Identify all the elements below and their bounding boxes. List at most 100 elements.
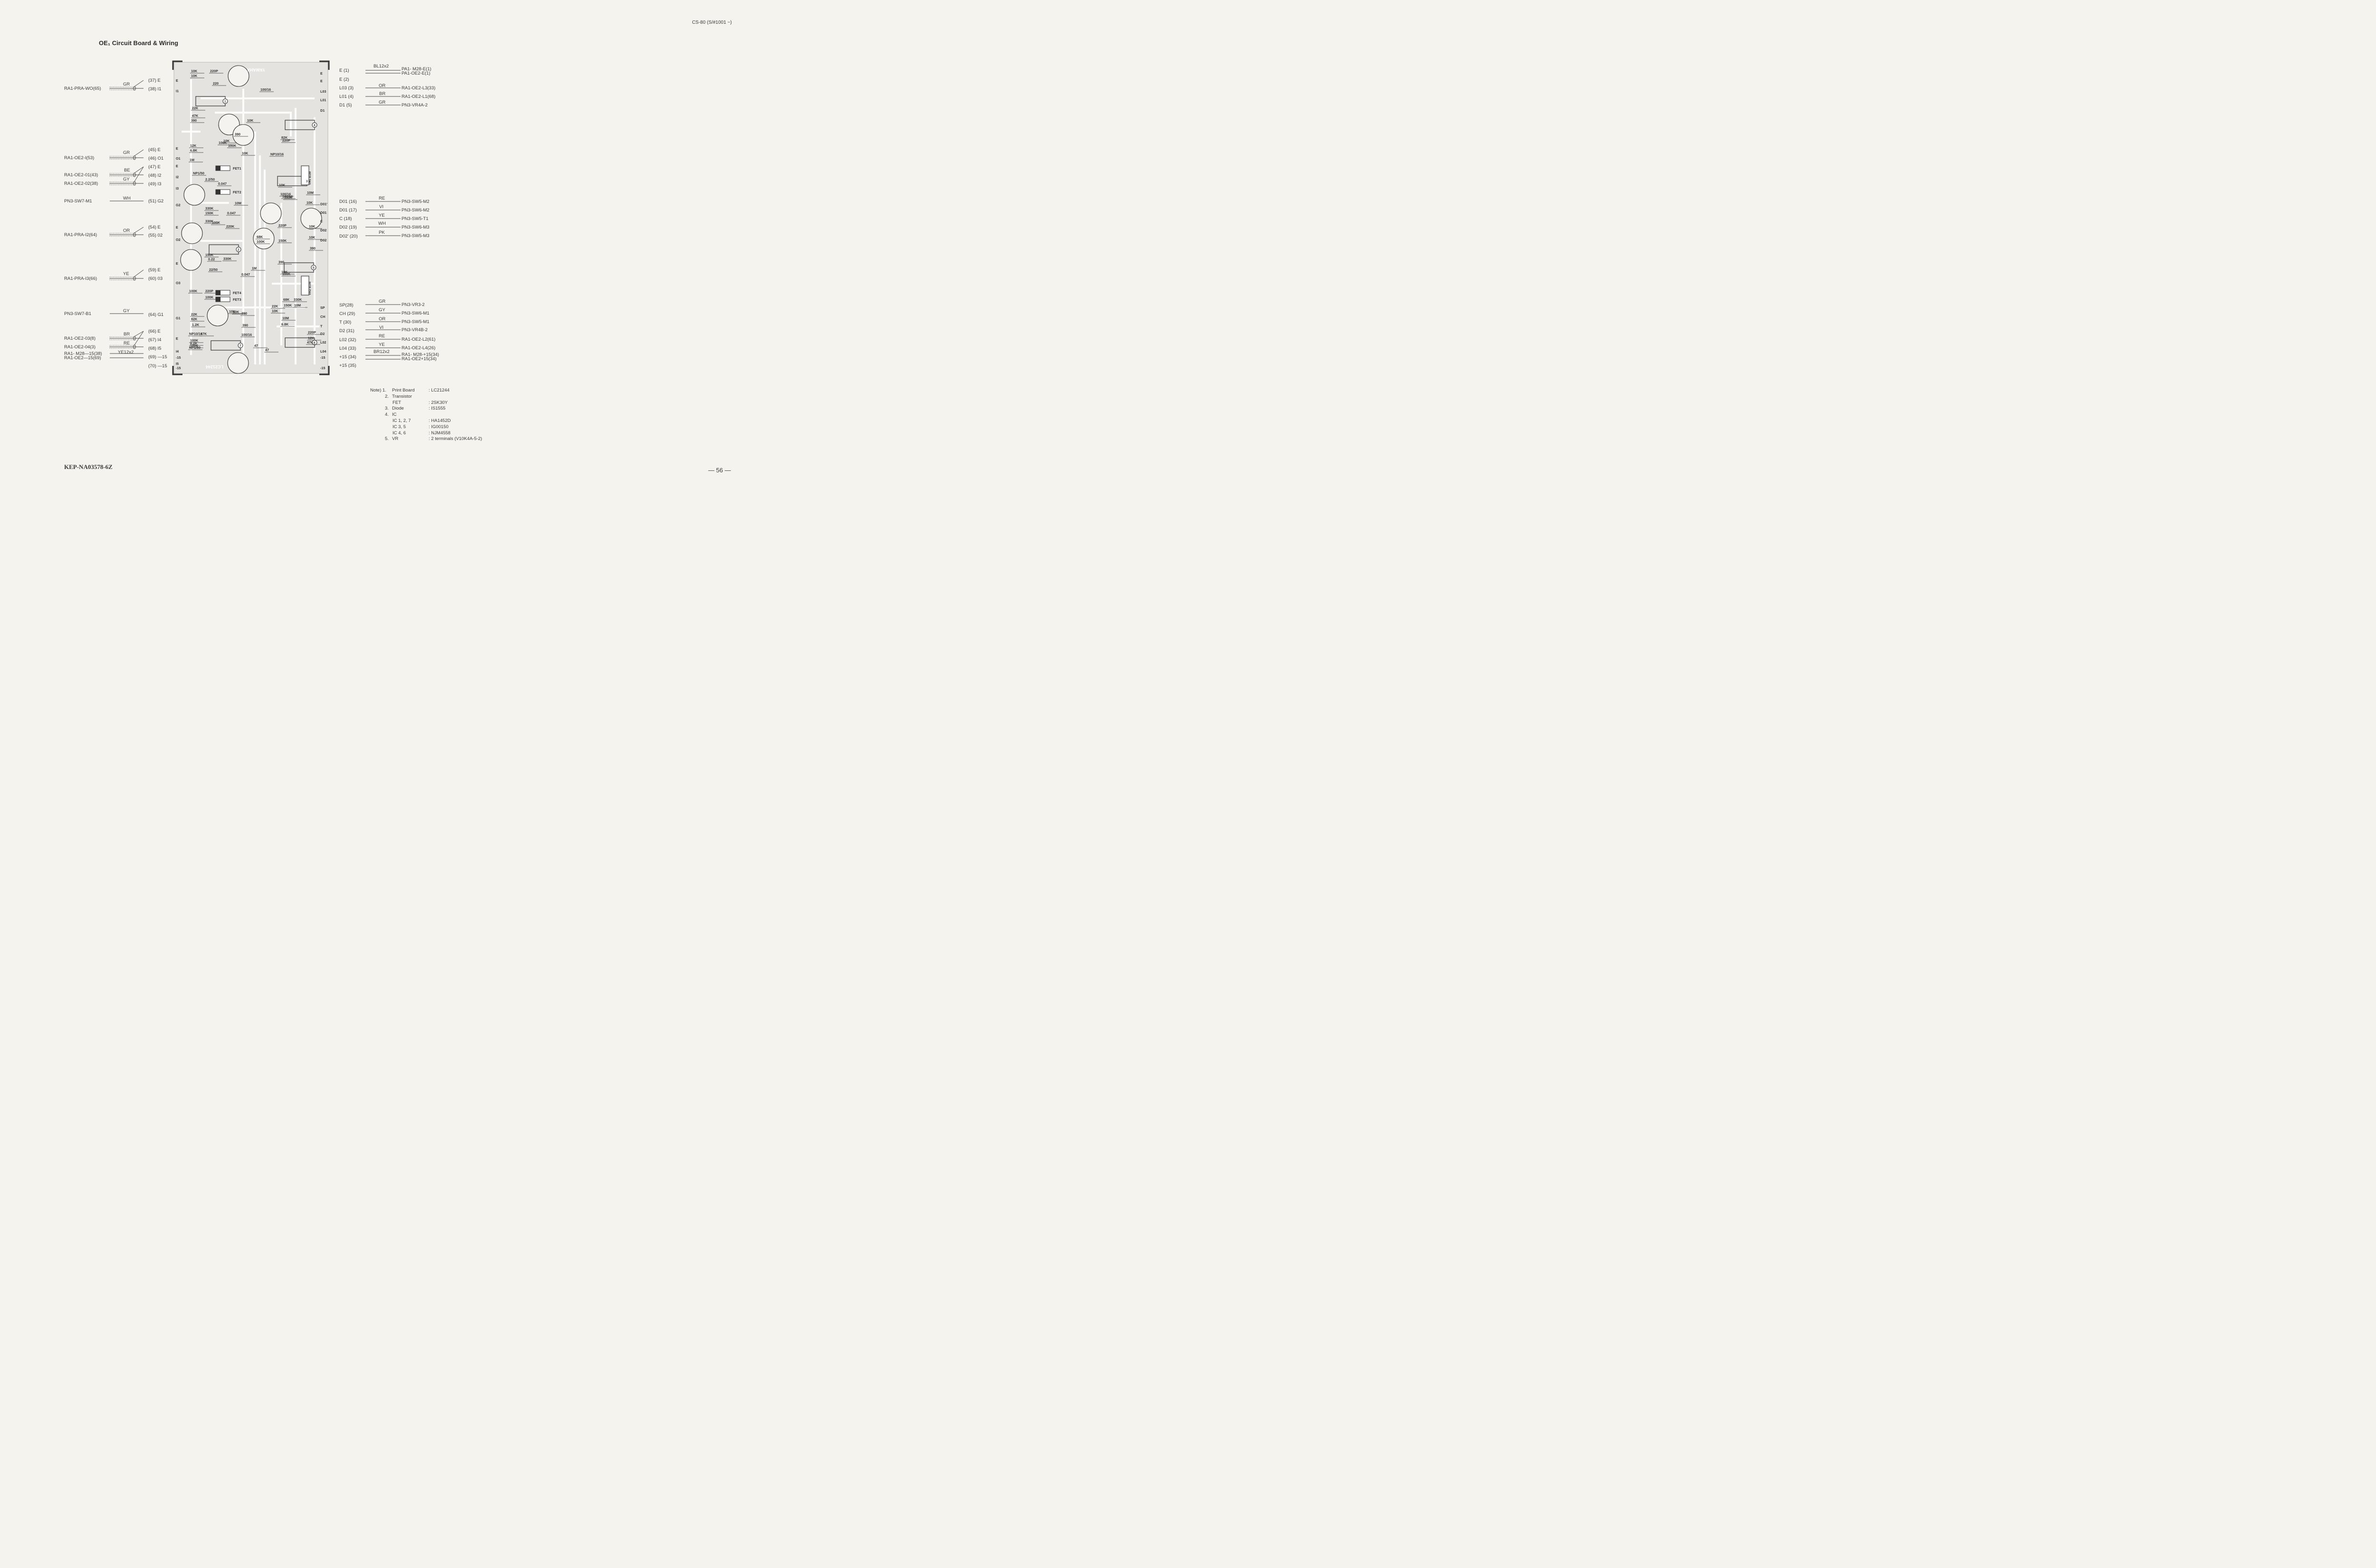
- edge-right-label: L03: [320, 89, 326, 94]
- edge-right-label: L04: [320, 349, 326, 354]
- note-value: : 2SK30Y: [429, 400, 448, 405]
- note-value: : HA1452D: [429, 418, 451, 423]
- left-source-label: RA1-OE2-I(53): [64, 155, 94, 161]
- edge-right-label: D1: [320, 108, 325, 113]
- ground-wire: [134, 269, 144, 277]
- wire-color-label: GR: [123, 150, 130, 155]
- model-label: CS-80 (S/#1001 ~): [692, 20, 732, 25]
- edge-left-label: O3: [176, 281, 181, 285]
- left-pin-label: (60) 03: [148, 276, 163, 281]
- edge-left-label: I1: [176, 89, 179, 93]
- edge-left-label: O1: [176, 156, 181, 161]
- component-value-label: 220K: [226, 224, 235, 229]
- fet-label: FET4: [233, 291, 241, 295]
- wire-color-label: RE: [379, 334, 385, 339]
- note-item: FET: [393, 400, 401, 405]
- right-pin-label: CH (29): [339, 311, 355, 316]
- edge-left-label: I2: [176, 175, 179, 179]
- right-destination-label: RA1-OE2-L1(68): [402, 94, 435, 99]
- ground-wire: [134, 166, 144, 182]
- component-value-label: 12K: [308, 336, 315, 340]
- left-pin-label: (55) 02: [148, 233, 163, 238]
- right-destination-label: PN3-VR3-2: [402, 302, 425, 307]
- component-value-label: 390: [310, 246, 316, 250]
- component-value-label: 10K: [233, 310, 240, 314]
- edge-right-label: D01: [320, 210, 326, 215]
- left-source-label: PN3-SW7-M1: [64, 199, 92, 204]
- left-pin-label: (59) E: [148, 268, 161, 273]
- right-destination-label: RA1- M28-+15(34): [402, 352, 439, 357]
- electrolytic-capacitor: [228, 65, 249, 87]
- wire-color-label: GY: [123, 177, 130, 182]
- wire-color-label: GY: [379, 307, 385, 313]
- right-destination-label: PA1-OE2-E(1): [402, 71, 431, 76]
- component-value-label: 220P: [282, 138, 290, 143]
- component-value-label: 100/16: [282, 194, 293, 199]
- shielded-cable: [109, 336, 135, 340]
- component-value-label: 100K: [190, 344, 199, 348]
- wire-color-label: GR: [379, 100, 385, 105]
- left-pin-label: (67) I4: [148, 337, 161, 343]
- fet-source-mark: [216, 166, 220, 171]
- edge-left-label: I4: [176, 349, 179, 354]
- component-value-label: 10K: [272, 309, 278, 313]
- component-value-label: 1.2K: [192, 323, 200, 327]
- component-value-label: 100K: [228, 143, 237, 148]
- edge-right-label: -15: [320, 355, 325, 360]
- note-value: : IG00150: [429, 424, 449, 430]
- left-pin-label: (69) —15: [148, 354, 167, 360]
- right-destination-label: PN3-SW6-M1: [402, 311, 430, 316]
- left-source-label: RA1-PRA-I2(64): [64, 232, 97, 238]
- component-value-label: 150K: [278, 239, 287, 243]
- wire-color-label: GY: [123, 308, 130, 314]
- wire-color-label: BR12x2: [374, 349, 390, 354]
- left-pin-label: (49) I3: [148, 182, 161, 187]
- right-destination-label: RA1-OE2-L3(33): [402, 86, 435, 91]
- component-value-label: 47K: [201, 332, 207, 336]
- component-value-label: 100K: [282, 272, 291, 276]
- right-pin-label: SP(28): [339, 303, 354, 308]
- component-value-label: 82K: [191, 317, 198, 321]
- right-pin-label: T (30): [339, 320, 351, 325]
- right-destination-label: PN3-VR4A-2: [402, 103, 428, 108]
- edge-left-label: E: [176, 146, 178, 151]
- component-value-label: 220P: [205, 289, 213, 293]
- note-item: IC 3, 5: [393, 424, 406, 430]
- wiring-diagram: RA1-PRA-WO(65)RA1-OE2-I(53)RA1-OE2-01(43…: [64, 64, 439, 369]
- component-value-label: 220P: [210, 69, 218, 73]
- wire-color-label: OR: [379, 83, 385, 88]
- note-number: 3.: [385, 406, 389, 411]
- vr-label: VR2 B1M: [308, 282, 312, 295]
- wire-color-label: BE: [124, 168, 130, 173]
- edge-left-label: I3: [176, 186, 179, 191]
- right-pin-label: D02 (19): [339, 225, 357, 230]
- edge-right-label: C: [320, 219, 323, 223]
- electrolytic-capacitor: [181, 222, 203, 244]
- ic-label: 1: [224, 100, 226, 104]
- right-pin-label: D02′ (20): [339, 234, 358, 239]
- ground-wire: [134, 149, 144, 156]
- note-value: : IS1555: [429, 406, 446, 411]
- wire-color-label: YE: [379, 342, 385, 347]
- ic-label: 7: [240, 344, 241, 348]
- shielded-cable: [109, 182, 135, 185]
- component-value-label: 10M: [282, 316, 289, 320]
- fet-label: FET2: [233, 190, 241, 194]
- edge-right-label: SP: [320, 306, 325, 310]
- component-value-label: 1M: [190, 158, 194, 162]
- edge-left-label: E: [176, 164, 178, 168]
- wire-color-label: OR: [123, 228, 130, 233]
- left-source-label: RA1-OE2-04(3): [64, 344, 96, 350]
- right-pin-label: E (2): [339, 77, 349, 82]
- edge-left-label: G2: [176, 203, 181, 207]
- wire-color-label: BL12x2: [374, 64, 389, 69]
- note-item: VR: [392, 436, 399, 442]
- component-value-label: 6.8K: [190, 148, 198, 153]
- right-destination-label: RA1-OE2-L4(26): [402, 345, 435, 351]
- wire-color-label: GR: [379, 299, 385, 304]
- wire-color-label: BR: [379, 91, 385, 96]
- component-value-label: 10K: [242, 151, 249, 155]
- component-value-label: 68K: [283, 297, 290, 302]
- left-pin-label: (68) I5: [148, 346, 161, 351]
- right-destination-label: PA1- M28-E(1): [402, 67, 431, 72]
